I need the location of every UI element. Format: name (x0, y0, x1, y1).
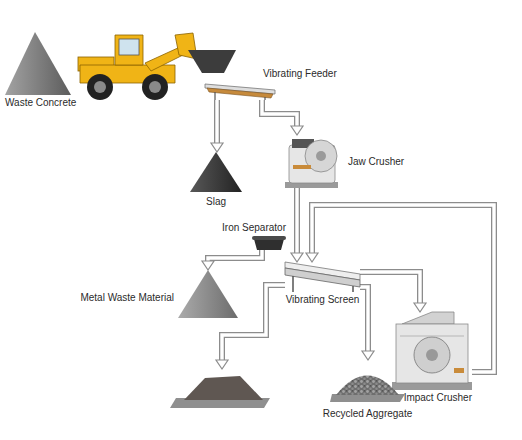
flow-arrow (360, 287, 374, 360)
node-label: Jaw Crusher (348, 156, 404, 168)
jaw-crusher-picture (283, 135, 340, 188)
label-group: Recycled Aggregate (323, 408, 413, 420)
arrow-core (215, 100, 218, 144)
arrow-head (414, 303, 426, 312)
flow-arrow (262, 100, 303, 135)
arrow-outline (360, 287, 368, 352)
label-group: Waste Concrete (5, 97, 76, 109)
flow-arrow (211, 100, 223, 152)
node-label: Waste Concrete (5, 97, 76, 109)
impact-crusher: Impact Crusher (392, 312, 472, 404)
aggregate-pile-picture (330, 360, 405, 402)
arrow-head (291, 253, 303, 262)
slag-pile: Slag (190, 152, 242, 208)
flow-arrow (202, 250, 262, 270)
label-group: Impact Crusher (404, 392, 472, 404)
metal-waste-pile: Metal Waste Material (80, 270, 238, 318)
arrow-core (262, 100, 297, 127)
node-label: Metal Waste Material (80, 292, 174, 304)
arrow-core (360, 287, 368, 352)
node-label: Vibrating Screen (286, 294, 360, 306)
arrow-head (291, 126, 303, 135)
feed-hopper (188, 50, 236, 73)
flow-arrow-decoration (216, 285, 285, 369)
label-group: Vibrating Feeder (263, 68, 337, 80)
arrow-core (208, 250, 262, 262)
node-label: Impact Crusher (404, 392, 472, 404)
arrow-head (362, 351, 374, 360)
iron-separator: Iron Separator (222, 222, 286, 250)
label-group: Jaw Crusher (348, 156, 404, 168)
arrow-head (211, 143, 223, 152)
arrow-outline (214, 100, 220, 144)
arrow-core (295, 188, 298, 254)
label-group: Slag (206, 196, 226, 208)
label-group: Vibrating Screen (286, 294, 360, 306)
node-label: Vibrating Feeder (263, 68, 337, 80)
arrow-outline (294, 188, 300, 254)
node-label: Iron Separator (222, 222, 286, 234)
arrow-head (202, 261, 214, 270)
wheel-loader (78, 33, 197, 100)
jaw-crusher: Jaw Crusher (283, 135, 404, 188)
node-label: Recycled Aggregate (323, 408, 413, 420)
slag-pile-picture (190, 152, 242, 192)
iron-separator-picture (252, 236, 286, 250)
aggregate-pile: Recycled Aggregate (323, 360, 413, 420)
product-pile (170, 376, 270, 408)
raw-material-pile: Waste Concrete (5, 32, 76, 109)
arrow-outline (208, 250, 262, 262)
flow-arrow (291, 188, 303, 262)
label-group: Iron Separator (222, 222, 286, 234)
metal-waste-pile-picture (178, 270, 238, 318)
arrow-outline (262, 100, 297, 127)
vibrating-feeder: Vibrating Feeder (205, 68, 279, 100)
label-group: Metal Waste Material (80, 292, 174, 304)
vibrating-screen-picture (285, 262, 360, 292)
vibrating-screen: Vibrating Screen (285, 262, 360, 306)
raw-material-pile-picture (5, 32, 71, 95)
impact-crusher-picture (392, 312, 472, 390)
arrow-head (306, 253, 318, 262)
node-label: Slag (206, 196, 226, 208)
vibrating-feeder-picture (205, 82, 275, 100)
